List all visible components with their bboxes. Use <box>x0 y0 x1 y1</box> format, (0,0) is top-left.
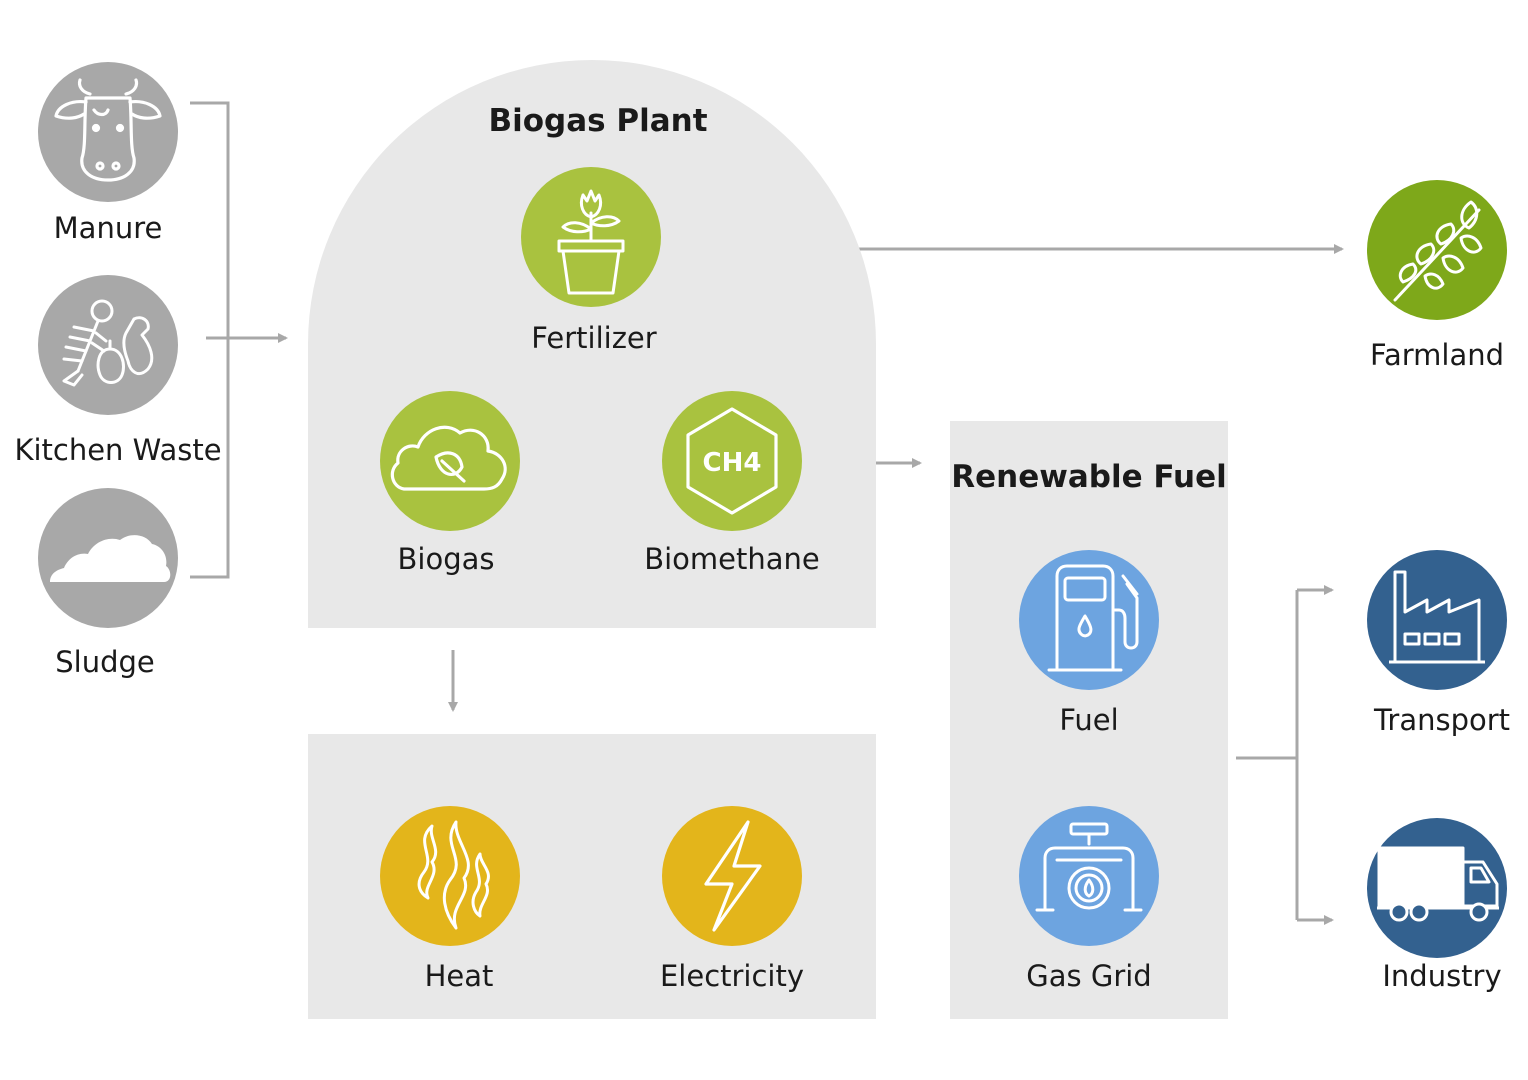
manure-label: Manure <box>53 211 163 245</box>
sludge-label: Sludge <box>55 645 155 679</box>
factory-icon <box>1389 570 1485 664</box>
kitchen-waste-label: Kitchen Waste <box>14 433 222 467</box>
sludge-node <box>38 488 178 628</box>
industry-label: Industry <box>1382 959 1502 993</box>
biogas-node <box>380 391 520 531</box>
kitchen-waste-node <box>38 275 178 415</box>
transport-label: Transport <box>1373 703 1511 737</box>
farmland-label: Farmland <box>1369 338 1505 372</box>
wheat-icon <box>1393 200 1483 302</box>
industry-node <box>1367 818 1507 958</box>
farmland-node <box>1367 180 1507 320</box>
fuel-label: Fuel <box>1059 703 1119 737</box>
renewable-fuel-title: Renewable Fuel <box>951 459 1227 495</box>
lightning-icon <box>704 820 762 932</box>
plant-pot-icon <box>557 189 625 295</box>
input-bracket <box>190 101 230 579</box>
fertilizer-label: Fertilizer <box>531 321 657 355</box>
flames-icon <box>417 820 490 930</box>
fuel-node <box>1019 550 1159 690</box>
fuel-pump-icon <box>1047 564 1139 672</box>
ch4-hexagon-icon: CH4 <box>686 407 778 515</box>
heat-label: Heat <box>424 959 494 993</box>
gas-grid-node <box>1019 806 1159 946</box>
electricity-label: Electricity <box>659 959 805 993</box>
cow-icon <box>54 78 162 182</box>
ch4-text: CH4 <box>703 448 762 478</box>
gas-grid-label: Gas Grid <box>1026 959 1152 993</box>
cloud-leaf-icon <box>390 425 507 491</box>
heat-node <box>380 806 520 946</box>
gas-pipeline-icon <box>1035 822 1143 912</box>
fertilizer-node <box>521 167 661 307</box>
manure-node <box>38 62 178 202</box>
biomethane-node: CH4 <box>662 391 802 531</box>
sludge-pile-icon <box>50 535 171 582</box>
electricity-node <box>662 806 802 946</box>
truck-icon <box>1377 846 1499 922</box>
transport-node <box>1367 550 1507 690</box>
biogas-label: Biogas <box>397 542 495 576</box>
biogas-plant-title: Biogas Plant <box>488 103 708 139</box>
biomethane-label: Biomethane <box>644 542 820 576</box>
food-waste-icon <box>62 299 154 387</box>
